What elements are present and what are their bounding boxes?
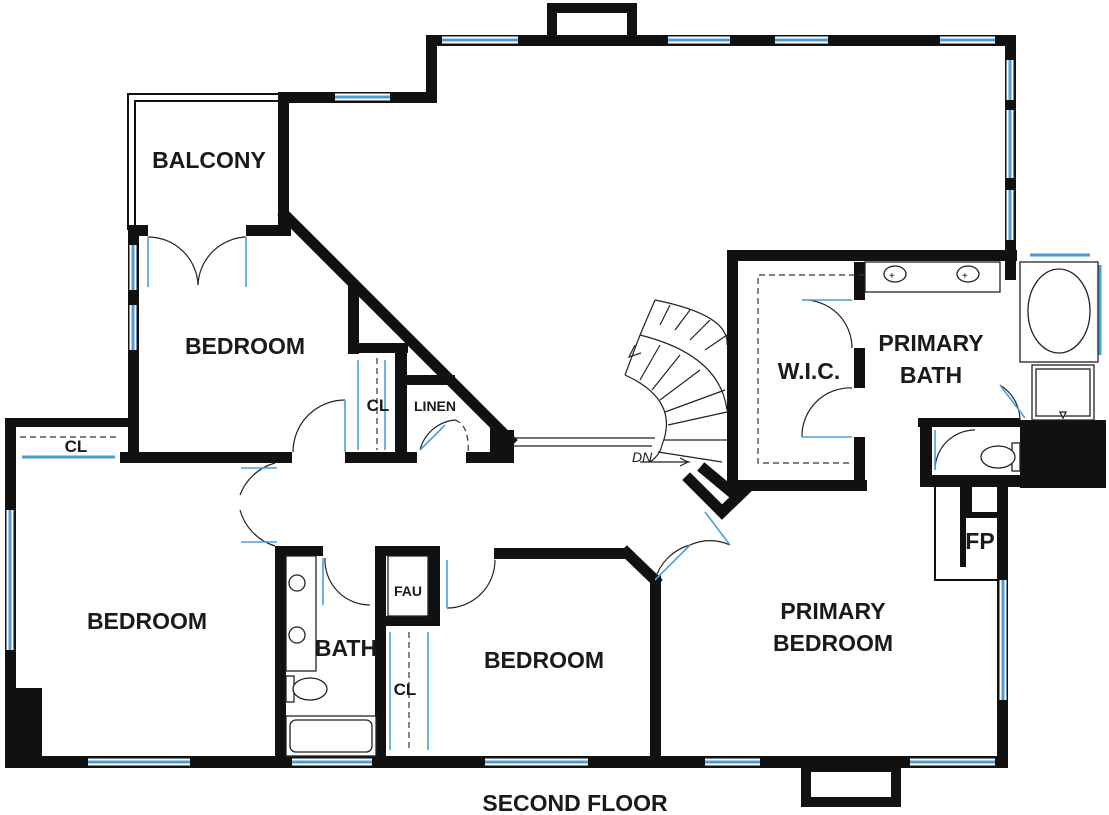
cl-hall-wall: [395, 343, 407, 458]
bedroom-s-north-wall: [494, 548, 629, 559]
diagonal-wall: [277, 207, 518, 448]
stair-wall: [697, 462, 743, 503]
floor-title: SECOND FLOOR: [482, 790, 668, 815]
label-bath: BATH: [315, 635, 377, 661]
fau-unit: [387, 555, 429, 617]
linen-wall: [502, 430, 514, 460]
bath-west-wall: [275, 546, 286, 761]
label-balcony: BALCONY: [152, 147, 266, 173]
fp-wall: [960, 512, 966, 567]
balcony-east-wall: [278, 92, 289, 232]
bathtub-basin: [1027, 268, 1091, 354]
label-primary-bedroom-line1: PRIMARY: [780, 598, 885, 624]
bath-vanity: [285, 555, 317, 672]
label-cl-south: CL: [394, 680, 417, 699]
north-bumpout-wall: [547, 3, 557, 43]
label-primary-bedroom-line2: BEDROOM: [773, 630, 893, 656]
primary-bath-wall: [918, 418, 1020, 427]
primary-bath-wall: [1005, 250, 1016, 280]
label-cl-hall: CL: [367, 396, 390, 415]
primary-bath-wall: [920, 420, 932, 485]
label-bedroom-nw: BEDROOM: [185, 333, 305, 359]
fp-wall: [960, 487, 972, 515]
south-bumpout-wall: [801, 762, 811, 807]
doors: [147, 236, 1026, 750]
north-bumpout-wall: [547, 3, 637, 13]
wic-south-wall: [727, 480, 867, 491]
label-fp: FP: [965, 528, 994, 554]
south-bumpout-wall: [801, 797, 901, 807]
wic-west-wall: [727, 250, 738, 490]
label-primary-bath-line1: PRIMARY: [878, 330, 983, 356]
stair-wall: [682, 472, 730, 520]
sink: [956, 265, 980, 283]
wic-north-wall: [727, 250, 1017, 261]
cl-hall-wall: [348, 282, 359, 354]
bedroom-nw-south-wall: [120, 452, 292, 463]
fau-wall: [375, 616, 440, 626]
bedroom-s-east-wall: [650, 575, 661, 765]
label-wic: W.I.C.: [778, 358, 841, 384]
wic-east-wall: [854, 262, 865, 300]
fau-wall: [428, 546, 440, 626]
stairs: [510, 299, 728, 467]
linen-wall: [490, 428, 502, 458]
sink: [883, 265, 907, 283]
linen-wall: [395, 375, 455, 385]
label-fau: FAU: [394, 583, 422, 599]
label-linen: LINEN: [414, 398, 456, 414]
south-bumpout-wall: [891, 762, 901, 807]
balcony-railing: [127, 93, 278, 230]
cl-west-top-wall: [5, 418, 139, 427]
wic-east-wall: [854, 437, 865, 489]
primary-bath-wall: [1020, 420, 1106, 488]
fixtures: + +: [285, 261, 1099, 757]
north-bumpout-wall: [627, 3, 637, 43]
fp-wall: [960, 512, 1008, 518]
bath-sink: [288, 626, 306, 644]
shower-inner: [1035, 368, 1091, 417]
bath-toilet-bowl: [292, 677, 328, 701]
windows: [6, 36, 1104, 766]
walls: [5, 3, 1106, 807]
sw-chimney: [16, 688, 42, 758]
balcony-railing: [134, 100, 278, 230]
stair-dn-label: DN: [632, 449, 653, 465]
labels: BALCONY BEDROOM BEDROOM BEDROOM PRIMARY …: [65, 147, 995, 815]
hall-north-wall: [345, 452, 417, 463]
north-step-wall: [426, 35, 437, 103]
shower-drain: [1058, 411, 1068, 420]
bath-tub-inner: [289, 719, 373, 753]
label-primary-bath-line2: BATH: [900, 362, 962, 388]
svg-text:+: +: [889, 271, 895, 282]
toilet-bowl: [980, 445, 1016, 469]
bath-north-wall: [275, 546, 323, 556]
label-bedroom-s: BEDROOM: [484, 647, 604, 673]
bath-sink: [288, 574, 306, 592]
label-bedroom-sw: BEDROOM: [87, 608, 207, 634]
fau-wall: [375, 546, 440, 556]
wic-east-wall: [854, 348, 865, 388]
cl-hall-wall: [348, 343, 408, 353]
stair-wall: [714, 482, 753, 520]
svg-text:+: +: [962, 271, 968, 282]
primary-bath-wall: [920, 475, 1020, 487]
south-bumpout-wall: [801, 762, 901, 772]
bath-east-wall: [375, 546, 386, 761]
label-cl-west: CL: [65, 437, 88, 456]
fp-hearth: [934, 487, 1000, 581]
balcony-south-wall: [246, 225, 291, 236]
